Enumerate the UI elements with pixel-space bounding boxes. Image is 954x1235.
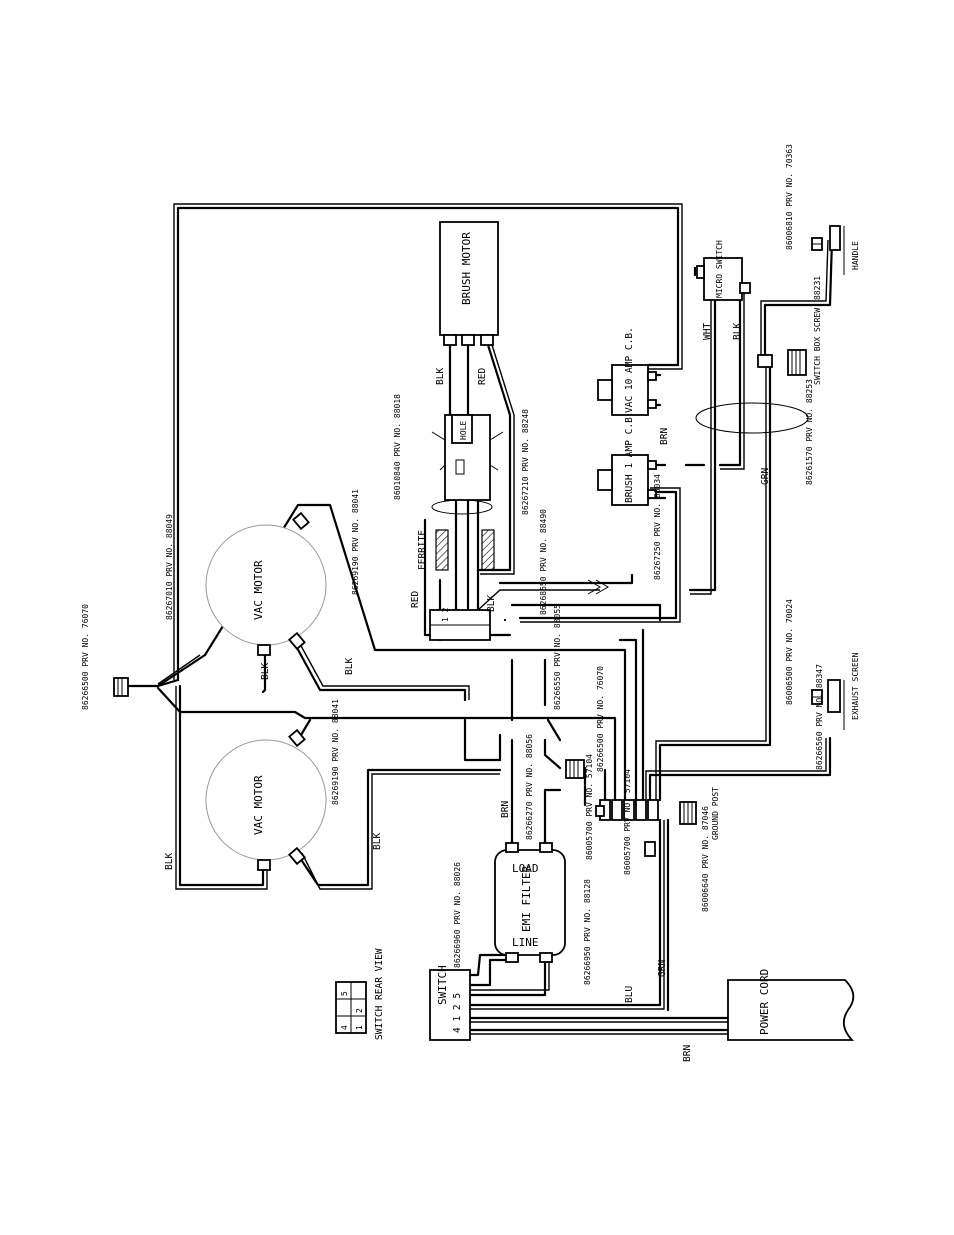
emi-filter: LOAD EMI FILTER LINE [494, 842, 566, 963]
switch-label: SWITCH [436, 965, 449, 1005]
micro-switch: MICRO SWITCH [696, 240, 751, 301]
ferrite-lower-connector: 1 2 [429, 579, 609, 641]
pn-switch-lead-a: 86266960 PRV NO. 88026 [453, 862, 462, 968]
wire-label-blk-micro: BLK [732, 323, 743, 340]
middle-connector [565, 759, 585, 779]
ferrite: FERRITE [417, 529, 495, 571]
wire-label-wht: WHT [702, 323, 713, 340]
vac-circuit-breaker: VAC 10 AMP C.B. [597, 327, 657, 416]
handle-screw: HANDLE [811, 225, 860, 275]
brush-motor: BRUSH MOTOR [439, 221, 499, 346]
pn-plug-brush: 86010840 PRV NO. 88018 [393, 394, 402, 500]
vac-motor-1: VAC MOTOR [205, 511, 327, 656]
pn-grn-harness: 86261570 PRV NO. 88253 [805, 379, 814, 485]
hole-label: HOLE [459, 421, 468, 440]
pn-vac-top-conn: 86266500 PRV NO. 76070 [81, 604, 90, 710]
pn-brush-lead: 86267210 PRV NO. 88248 [521, 409, 530, 515]
power-cord: POWER CORD [727, 969, 855, 1041]
rear-cell-2: 2 [355, 1008, 364, 1013]
wire-label-red-brush: RED [477, 368, 488, 385]
pn-mid-conn-a: 86266550 PRV NO. 88055 [553, 604, 562, 710]
connector-pin-mark: 1 2 [441, 607, 450, 622]
vac-motor-2-label: VAC MOTOR [252, 775, 265, 835]
pn-lower-harness: 86268650 PRV NO. 88490 [539, 509, 548, 615]
pn-filter-load-lead: 86266270 PRV NO. 88056 [525, 734, 534, 840]
wire-label-grn: GRN [760, 468, 771, 485]
switch-box-screw: SWITCH BOX SCREW [757, 308, 822, 385]
ground-post-label: GROUND POST [711, 787, 720, 840]
vac-cb-label: VAC 10 AMP C.B. [624, 327, 635, 413]
power-switch: SWITCH 4 1 2 5 [429, 965, 471, 1041]
pn-handle-screw: 86006810 PRV NO. 70363 [785, 144, 794, 250]
pn-switch-lead-b: 86266950 PRV NO. 88128 [583, 879, 592, 985]
ferrite-label: FERRITE [417, 530, 428, 570]
pn-mid-conn-b: 86266500 PRV NO. 76070 [596, 666, 605, 772]
ground-post: GROUND POST [679, 787, 720, 840]
part-number-labels: 86267010 PRV NO. 88049 86266500 PRV NO. … [81, 144, 824, 985]
wire-label-brn-power: BRN [682, 1045, 693, 1062]
emi-line-label: LINE [512, 936, 539, 949]
power-cord-label: POWER CORD [758, 969, 771, 1035]
rear-cell-1: 1 [355, 1025, 364, 1030]
brush-circuit-breaker: BRUSH 1 AMP C.B. [597, 411, 657, 506]
pn-harness-top: 86267010 PRV NO. 88049 [165, 514, 174, 620]
switch-terminals: 4 1 2 5 [452, 993, 463, 1033]
micro-switch-label: MICRO SWITCH [715, 240, 724, 298]
wire-label-blk-vac1: BLK [344, 658, 355, 675]
wire-label-grn-power: GRN [657, 960, 668, 977]
exhaust-screen-screw: EXHAUST SCREEN [811, 652, 860, 730]
emi-load-label: LOAD [512, 862, 539, 875]
rear-cell-5: 5 [340, 991, 349, 996]
handle-label: HANDLE [851, 241, 860, 270]
wire-label-blk-brush: BLK [435, 368, 446, 385]
rear-cell-4: 4 [340, 1025, 349, 1030]
pn-exhaust-harness: 86266560 PRV NO. 88347 [815, 664, 824, 770]
wire-label-blk-top: BLK [260, 663, 271, 680]
terminal-strip [595, 799, 659, 857]
switch-rear-view: 4 5 1 2 SWITCH REAR VIEW [335, 948, 385, 1040]
brush-motor-label: BRUSH MOTOR [460, 232, 473, 305]
pn-handle-harness: 88231 [813, 276, 822, 300]
vac-motor-1-label: VAC MOTOR [252, 560, 265, 620]
pn-terminal-b: 86005700 PRV NO. 57104 [623, 769, 632, 875]
wire-label-brn-cb: BRN [659, 428, 670, 445]
wire-color-labels: BLK BLK BLK BLK BLK RED RED BLK WHT BLK … [164, 323, 771, 1062]
wire-label-red-ferrite: RED [410, 591, 421, 608]
wire-label-blk-ferrite: BLK [486, 595, 497, 612]
exhaust-screen-label: EXHAUST SCREEN [851, 652, 860, 720]
wire-label-blu: BLU [624, 986, 635, 1003]
wire-label-brn-filter: BRN [500, 801, 511, 818]
grn-bundle-marker [695, 402, 809, 434]
pn-exhaust-screw: 86006500 PRV NO. 70024 [785, 599, 794, 705]
switch-box-screw-label: SWITCH BOX SCREW [813, 308, 822, 385]
emi-filter-label: EMI FILTER [520, 865, 533, 932]
pn-ground-washer: 86006640 PRV NO. 87046 [701, 806, 710, 912]
brush-cb-label: BRUSH 1 AMP C.B. [624, 411, 635, 503]
pn-terminal-a: 86005700 PRV NO. 57104 [585, 754, 594, 860]
pn-vac1-harness: 86269190 PRV NO. 88041 [351, 489, 360, 595]
switch-rear-view-label: SWITCH REAR VIEW [374, 948, 385, 1040]
pn-cb-harness: 86267250 PRV NO. 88034 [653, 474, 662, 580]
vac-motor-2: VAC MOTOR [205, 728, 327, 871]
vac-top-connector [113, 677, 129, 697]
pn-vac2-harness: 86269190 PRV NO. 88041 [331, 699, 340, 805]
wire-label-blk-left: BLK [164, 853, 175, 870]
wire-label-blk-vac2: BLK [372, 833, 383, 850]
brush-plug: HOLE [431, 414, 504, 515]
